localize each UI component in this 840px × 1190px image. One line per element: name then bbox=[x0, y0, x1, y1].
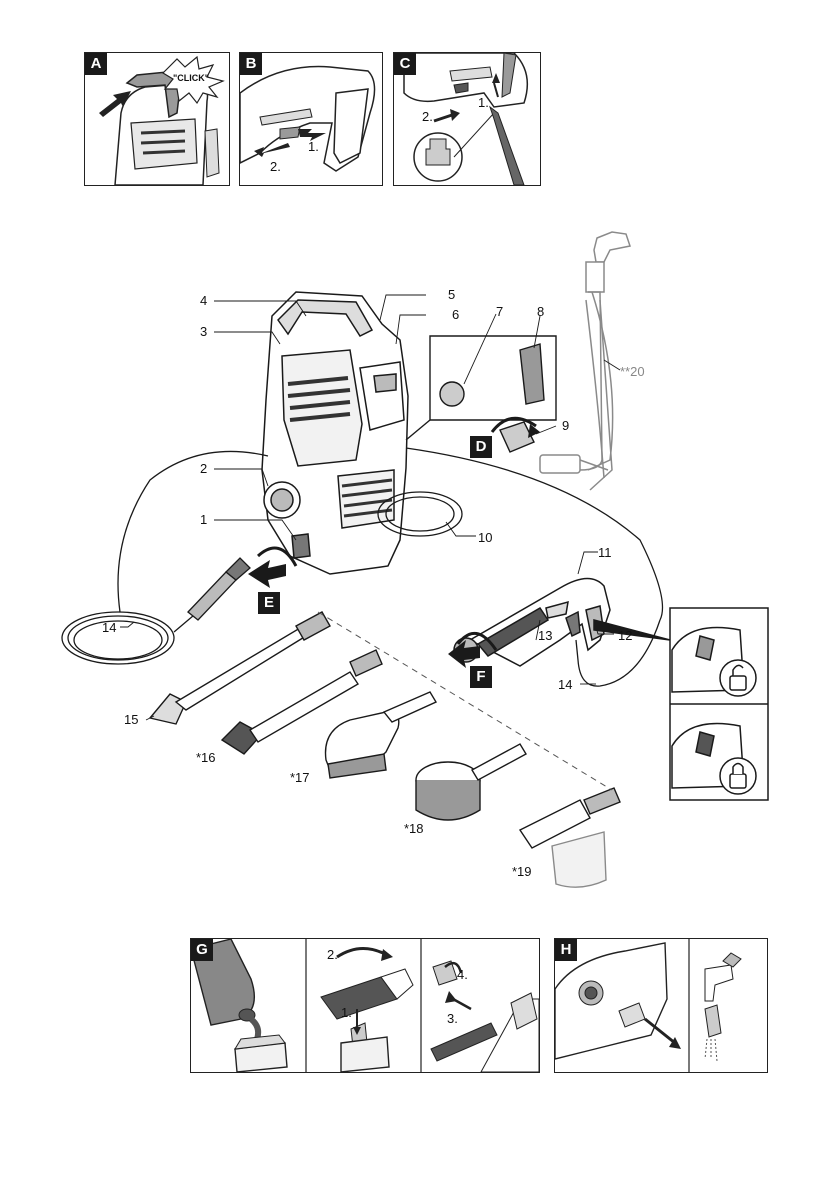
step-letter-e: E bbox=[258, 592, 280, 614]
panel-b-step-1: 1. bbox=[308, 139, 319, 154]
hose-connector bbox=[187, 557, 251, 621]
panel-g: G 1. 2. 3. 4. bbox=[190, 938, 540, 1073]
panel-h: H bbox=[554, 938, 768, 1073]
panel-h-letter: H bbox=[555, 939, 577, 961]
click-text: "CLICK" bbox=[173, 73, 210, 83]
panel-a: A "CLICK" bbox=[84, 52, 230, 186]
panel-g-step-3: 3. bbox=[447, 1011, 458, 1026]
callout-17: *17 bbox=[290, 770, 310, 785]
callout-5: 5 bbox=[448, 287, 456, 302]
push-arrows bbox=[248, 424, 540, 668]
panel-c-step-2: 2. bbox=[422, 109, 433, 124]
brush-17 bbox=[324, 691, 438, 779]
callout-9: 9 bbox=[562, 418, 570, 433]
callout-14-coil: 14 bbox=[102, 620, 117, 635]
lance-16 bbox=[220, 649, 383, 755]
step-letter-f: F bbox=[470, 666, 492, 688]
callout-8: 8 bbox=[537, 304, 545, 319]
callout-10: 10 bbox=[478, 530, 493, 545]
rotation-arrows bbox=[256, 416, 537, 651]
panel-c: C 1. 2. bbox=[393, 52, 541, 186]
callout-12: 12 bbox=[618, 628, 633, 643]
panel-b-letter: B bbox=[240, 53, 262, 75]
callout-7: 7 bbox=[496, 304, 504, 319]
panel-g-illustration bbox=[191, 939, 539, 1072]
panel-c-step-1: 1. bbox=[478, 95, 489, 110]
callout-13: 13 bbox=[538, 628, 553, 643]
pressure-washer-unit bbox=[261, 291, 409, 575]
callout-4: 4 bbox=[200, 293, 208, 308]
callout-2: 2 bbox=[200, 461, 208, 476]
panel-c-illustration bbox=[403, 53, 529, 185]
panel-g-letter: G bbox=[191, 939, 213, 961]
foam-nozzle-19 bbox=[518, 787, 621, 888]
high-pressure-hose bbox=[61, 447, 664, 687]
callout-1: 1 bbox=[200, 512, 208, 527]
panel-a-letter: A bbox=[85, 53, 107, 75]
panel-b: B 1. 2. bbox=[239, 52, 383, 186]
leader-lines bbox=[120, 294, 621, 721]
locked-icon bbox=[729, 762, 747, 789]
panel-b-illustration bbox=[240, 65, 376, 172]
callout-6: 6 bbox=[452, 307, 460, 322]
lock-insets bbox=[593, 607, 769, 801]
accessory-guide-line bbox=[317, 611, 613, 791]
callout-3: 3 bbox=[200, 324, 208, 339]
inlet-detail-inset bbox=[405, 335, 557, 453]
water-tap-hose bbox=[539, 231, 631, 491]
step-letter-d: D bbox=[470, 436, 492, 458]
callout-11: 11 bbox=[598, 545, 612, 560]
panel-g-step-1: 1. bbox=[341, 1005, 352, 1020]
panel-g-step-4: 4. bbox=[457, 967, 468, 982]
panel-g-step-2: 2. bbox=[327, 947, 338, 962]
unlocked-icon bbox=[729, 664, 747, 691]
panel-a-illustration bbox=[99, 70, 220, 185]
lance-15 bbox=[148, 611, 331, 725]
callout-16: *16 bbox=[196, 750, 216, 765]
callout-14-gun: 14 bbox=[558, 677, 573, 692]
panel-b-step-2: 2. bbox=[270, 159, 281, 174]
panel-h-illustration bbox=[555, 939, 742, 1072]
panel-c-letter: C bbox=[394, 53, 416, 75]
callout-20: **20 bbox=[620, 364, 645, 379]
callout-15: 15 bbox=[124, 712, 139, 727]
callout-19: *19 bbox=[512, 864, 532, 879]
rotary-brush-18 bbox=[415, 743, 527, 821]
callout-18: *18 bbox=[404, 821, 424, 836]
